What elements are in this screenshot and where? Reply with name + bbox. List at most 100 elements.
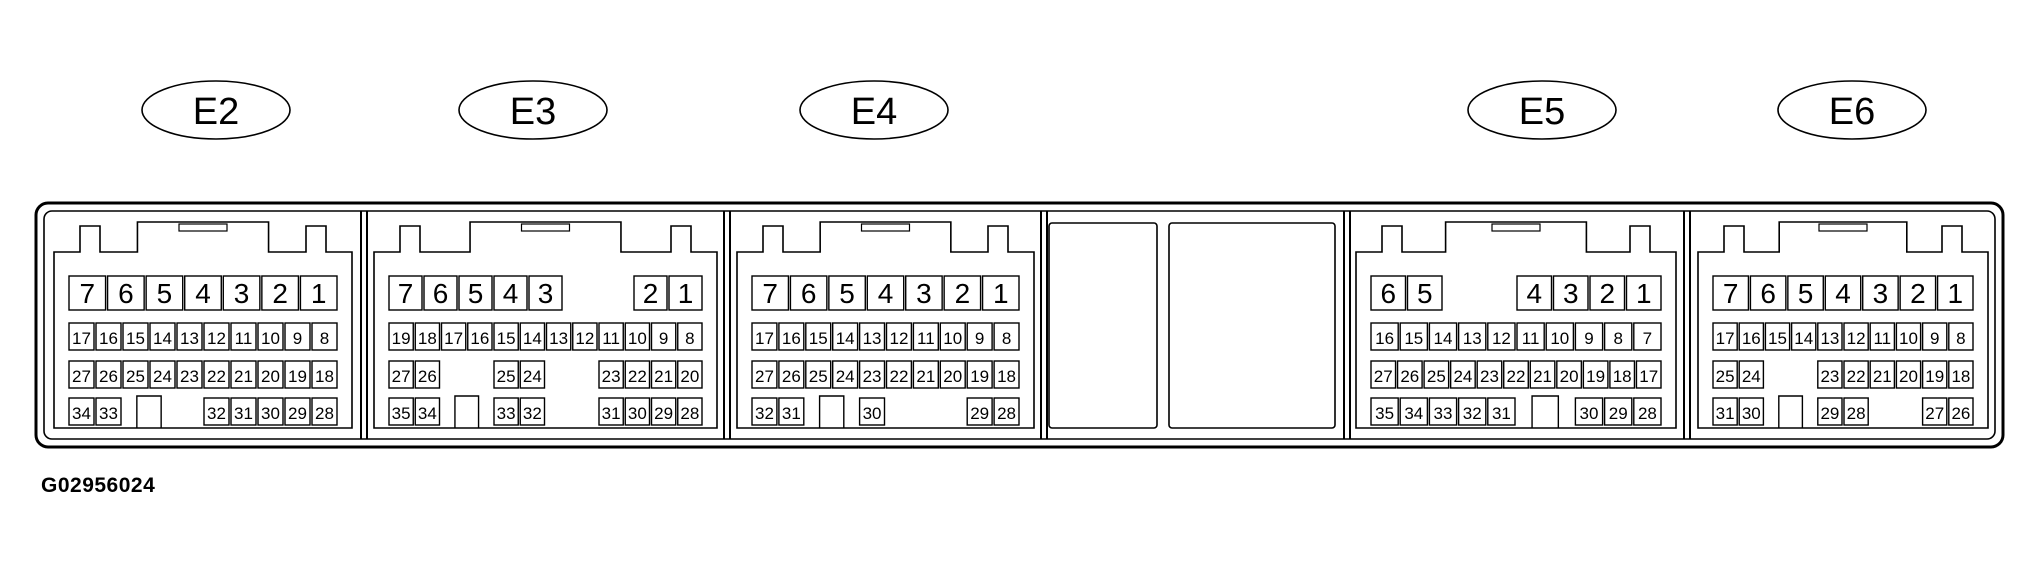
pin-label: 13 — [863, 329, 882, 348]
connector-face-outline — [1697, 221, 1989, 429]
pin-cell — [230, 360, 257, 389]
pin-label: 12 — [1847, 329, 1866, 348]
pin-label: 17 — [444, 329, 463, 348]
pin-cell — [624, 322, 651, 351]
pin-cell — [1396, 360, 1423, 389]
pin-label: 20 — [1899, 367, 1918, 386]
pin-label: 30 — [261, 404, 280, 423]
pin-cell — [122, 322, 149, 351]
connector-face-outline — [736, 221, 1035, 429]
pin-cell — [1370, 360, 1397, 389]
connector-face-outline — [1355, 221, 1677, 429]
pin-cell — [1948, 397, 1974, 426]
pin-cell — [1899, 275, 1937, 311]
pin-cell — [467, 322, 493, 351]
pin-cell — [1487, 322, 1516, 351]
pin-label: 21 — [1533, 367, 1552, 386]
pin-label: 34 — [1404, 404, 1423, 423]
pin-label: 4 — [195, 278, 211, 309]
pin-cell — [1449, 360, 1476, 389]
pin-cell — [1817, 322, 1843, 351]
pin-label: 18 — [1613, 367, 1632, 386]
pin-label: 8 — [320, 329, 329, 348]
pin-label: 13 — [1463, 329, 1482, 348]
pin-cell — [966, 322, 993, 351]
pin-cell — [598, 360, 624, 389]
pin-cell — [1552, 275, 1589, 311]
pin-label: 14 — [1434, 329, 1453, 348]
pin-label: 28 — [680, 404, 699, 423]
pin-label: 27 — [1374, 367, 1393, 386]
pin-label: 21 — [916, 367, 935, 386]
pin-cell — [1423, 360, 1450, 389]
pin-cell — [493, 275, 528, 311]
pin-cell — [1589, 275, 1626, 311]
pin-label: 13 — [1820, 329, 1839, 348]
pin-cell — [203, 397, 230, 426]
pin-label: 9 — [975, 329, 984, 348]
pin-cell — [789, 275, 828, 311]
pin-label: 35 — [392, 404, 411, 423]
pin-label: 24 — [1742, 367, 1761, 386]
pin-label: 1 — [993, 278, 1009, 309]
pin-cell — [966, 397, 993, 426]
pin-cell — [414, 397, 441, 426]
pin-cell — [624, 397, 651, 426]
connector-e6-label: E6 — [1829, 91, 1875, 133]
pin-cell — [284, 397, 311, 426]
pin-cell — [528, 275, 563, 311]
pin-cell — [858, 322, 886, 351]
pin-label: 6 — [801, 278, 817, 309]
pin-label: 10 — [943, 329, 962, 348]
pin-cell — [311, 397, 338, 426]
pin-cell — [257, 322, 284, 351]
pin-label: 26 — [782, 367, 801, 386]
pin-label: 11 — [1522, 329, 1540, 348]
pin-label: 3 — [234, 278, 250, 309]
pin-label: 32 — [207, 404, 226, 423]
pin-cell — [1843, 397, 1869, 426]
latch-slot — [520, 223, 571, 232]
connector-e2-label: E2 — [193, 91, 239, 133]
pin-cell — [624, 360, 651, 389]
pin-label: 27 — [72, 367, 91, 386]
pin-cell — [1869, 322, 1896, 351]
pin-label: 19 — [970, 367, 989, 386]
pin-label: 33 — [497, 404, 516, 423]
pin-cell — [68, 360, 95, 389]
connector-e4-tag: E4 — [799, 80, 949, 140]
pin-cell — [440, 322, 467, 351]
pin-cell — [519, 322, 546, 351]
pin-cell — [1712, 360, 1738, 389]
pin-label: 6 — [118, 278, 134, 309]
pin-cell — [633, 275, 668, 311]
connector-e3-label: E3 — [510, 91, 556, 133]
pin-label: 16 — [470, 329, 489, 348]
pin-label: 30 — [628, 404, 647, 423]
pin-label: 15 — [497, 329, 516, 348]
pin-cell — [95, 322, 122, 351]
pin-cell — [1516, 322, 1545, 351]
pin-cell — [751, 275, 790, 311]
pin-cell — [414, 322, 441, 351]
pin-label: 15 — [809, 329, 828, 348]
latch-slot — [860, 223, 911, 232]
pin-label: 12 — [207, 329, 226, 348]
pin-label: 14 — [836, 329, 855, 348]
pin-cell — [993, 322, 1020, 351]
pin-cell — [866, 275, 905, 311]
pin-cell — [1712, 275, 1750, 311]
keyway-notch — [136, 395, 162, 428]
pin-label: 16 — [782, 329, 801, 348]
pin-label: 5 — [839, 278, 855, 309]
pin-label: 8 — [1613, 329, 1622, 348]
pin-label: 9 — [1584, 329, 1593, 348]
pin-label: 19 — [392, 329, 411, 348]
pin-cell — [176, 360, 203, 389]
pin-cell — [1574, 322, 1604, 351]
pin-cell — [1921, 397, 1948, 426]
pin-label: 10 — [628, 329, 647, 348]
pin-cell — [650, 322, 677, 351]
pin-cell — [677, 397, 703, 426]
